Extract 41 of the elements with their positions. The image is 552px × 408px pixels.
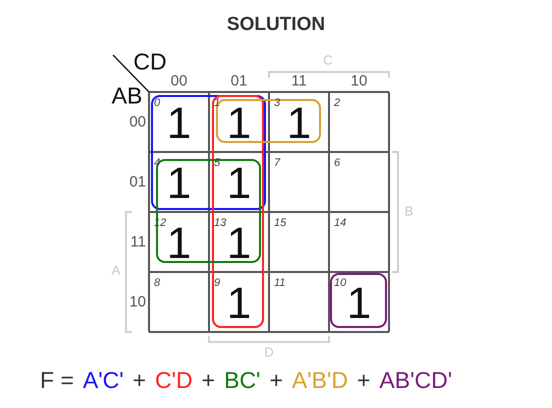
cell-index: 14 <box>334 218 346 229</box>
column-header: 01 <box>230 74 248 88</box>
axis-label: AB <box>112 84 142 108</box>
formula-text: + <box>269 368 283 394</box>
cell-index: 8 <box>154 278 160 289</box>
column-header: 11 <box>291 74 307 88</box>
formula-term: C'D <box>155 368 193 394</box>
title: SOLUTION <box>226 14 326 36</box>
formula-term: AB'CD' <box>379 368 452 394</box>
cell-index: 11 <box>274 278 286 289</box>
cell-index: 10 <box>334 278 346 289</box>
formula-term: A'B'D <box>292 368 348 394</box>
cell-value: 1 <box>286 102 312 146</box>
cell-index: 15 <box>274 218 286 229</box>
formula-term: BC' <box>224 368 260 394</box>
column-header: 00 <box>170 74 188 88</box>
formula-text: + <box>202 368 216 394</box>
cell-index: 9 <box>214 278 220 289</box>
cell-value: 1 <box>166 222 192 266</box>
cell-value: 1 <box>226 162 252 206</box>
column-header: 10 <box>350 74 368 88</box>
cell-index: 6 <box>334 158 340 169</box>
cell-value: 1 <box>226 282 252 326</box>
formula-term: A'C' <box>82 368 124 394</box>
row-header: 10 <box>129 294 146 310</box>
row-header: 01 <box>129 174 146 190</box>
cell-index: 2 <box>334 98 340 109</box>
formula-text: + <box>132 368 146 394</box>
cell-value: 1 <box>166 102 192 146</box>
cell-value: 1 <box>226 102 252 146</box>
row-header: 00 <box>129 114 146 130</box>
axis-label: CD <box>133 50 167 74</box>
cell-index: 13 <box>214 218 226 229</box>
row-header: 11 <box>130 234 146 250</box>
cell-value: 1 <box>226 222 252 266</box>
formula-text: + <box>356 368 370 394</box>
formula-text: F = <box>40 368 74 394</box>
cell-index: 7 <box>274 158 280 169</box>
cell-value: 1 <box>346 282 372 326</box>
cell-index: 0 <box>154 98 160 109</box>
cell-value: 1 <box>166 162 192 206</box>
